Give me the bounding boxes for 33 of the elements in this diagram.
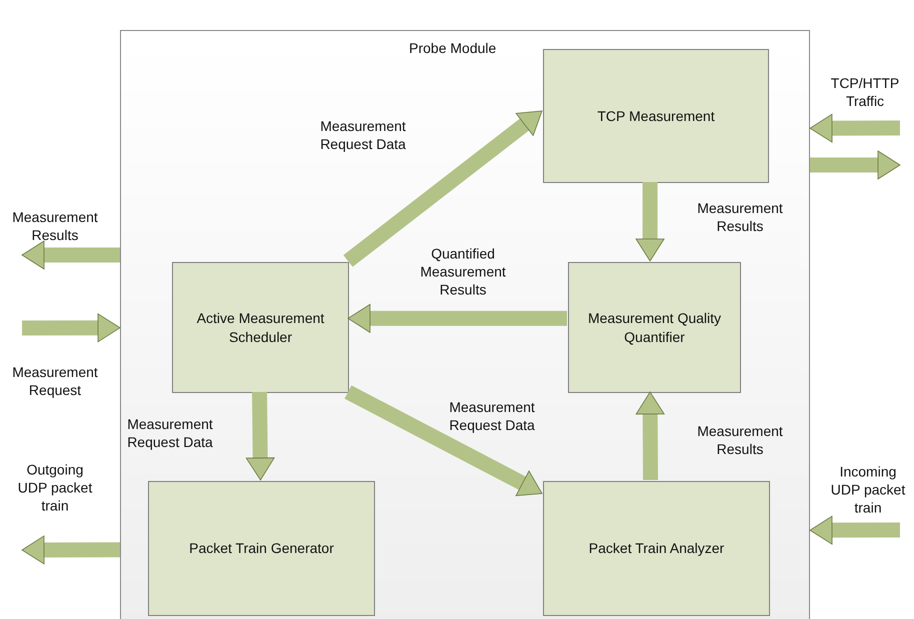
process-box xyxy=(543,481,770,616)
box-label: Packet Train Analyzer xyxy=(588,539,726,558)
process-box xyxy=(568,262,741,393)
process-box xyxy=(172,262,349,393)
box-label: Measurement Quality Quantifier xyxy=(586,309,722,347)
box-label: Packet Train Generator xyxy=(188,539,335,558)
edge-label: Measurement Results xyxy=(696,198,784,236)
edge-label: Incoming UDP packet train xyxy=(830,462,906,518)
block-arrow xyxy=(636,392,665,480)
edge-label: Measurement Results xyxy=(11,208,99,244)
box-label: Active Measurement Scheduler xyxy=(196,309,326,346)
block-arrow xyxy=(810,114,900,143)
process-box xyxy=(543,49,769,183)
box-label: TCP Measurement xyxy=(596,106,716,126)
block-arrow xyxy=(22,313,120,342)
block-arrow xyxy=(246,392,275,480)
edge-label: TCP/HTTP Traffic xyxy=(830,74,900,110)
edge-label: Measurement Request Data xyxy=(448,398,536,434)
block-arrow xyxy=(636,182,664,262)
block-arrow xyxy=(22,240,120,270)
edge-label: Measurement Results xyxy=(696,422,784,458)
edge-label: Measurement Request Data xyxy=(319,116,407,154)
edge-label: Measurement Request Data xyxy=(126,414,214,452)
block-arrow xyxy=(348,304,567,333)
block-arrow xyxy=(810,150,900,180)
edge-label: Measurement Request xyxy=(11,362,99,400)
module-panel xyxy=(120,30,810,619)
block-arrow xyxy=(810,516,900,545)
block-arrow xyxy=(22,536,120,564)
edge-label: Quantified Measurement Results xyxy=(419,244,507,300)
edge-label: Outgoing UDP packet train xyxy=(16,460,94,516)
process-box xyxy=(148,481,375,616)
module-title: Probe Module xyxy=(408,39,498,58)
